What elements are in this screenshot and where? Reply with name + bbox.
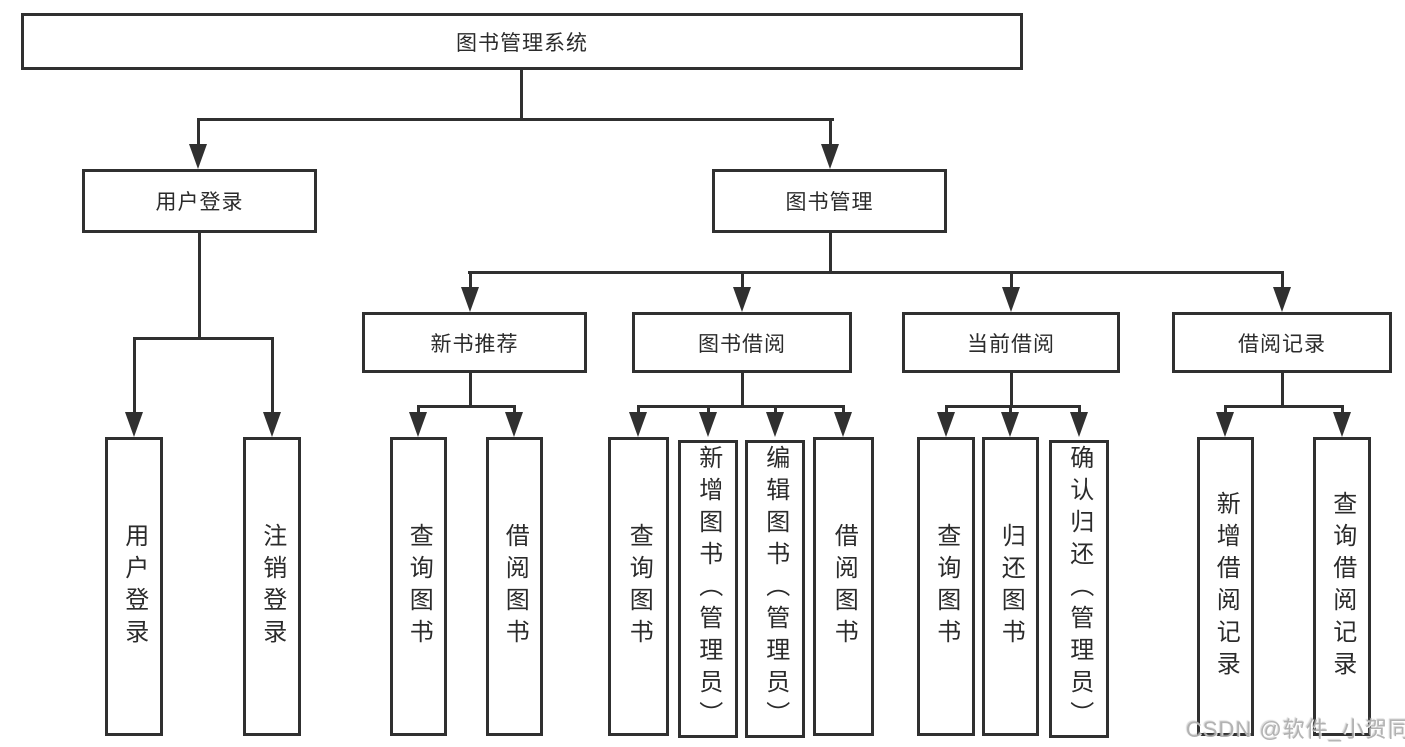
arrow-down-icon	[1002, 287, 1020, 312]
connector-stem	[1009, 405, 1012, 414]
arrow-down-icon	[189, 144, 207, 169]
node-new-book-recommendation: 新书推荐	[362, 312, 587, 373]
connector-stem	[1341, 405, 1344, 414]
leaf-edit-books-admin: 编辑图书（管理员）	[745, 440, 805, 738]
connector-root-bar	[197, 118, 834, 121]
connector-group-bar	[1224, 405, 1344, 408]
connector-stem	[417, 405, 420, 414]
connector-group-bar	[417, 405, 516, 408]
connector-bookmgmt-stem	[829, 233, 832, 271]
connector-group-stem	[1281, 373, 1284, 405]
leaf-label: 借阅图书	[501, 522, 529, 651]
connector-stem	[707, 405, 710, 414]
connector-stem	[271, 337, 274, 413]
node-label: 用户登录	[155, 191, 244, 214]
leaf-label: 借阅图书	[830, 522, 858, 651]
leaf-label: 查询借阅记录	[1328, 490, 1356, 683]
node-user-login: 用户登录	[82, 169, 317, 233]
leaf-label: 查询图书	[405, 522, 433, 651]
connector-stem	[133, 337, 136, 413]
leaf-label: 查询图书	[625, 522, 653, 651]
csdn-watermark: CSDN @软件_小贺同学	[1186, 717, 1405, 742]
arrow-down-icon	[505, 412, 523, 437]
arrow-down-icon	[1216, 412, 1234, 437]
leaf-label: 新增图书（管理员）	[694, 445, 722, 733]
connector-stem	[1281, 271, 1284, 289]
connector-stem	[637, 405, 640, 414]
arrow-down-icon	[1001, 412, 1019, 437]
leaf-label: 归还图书	[997, 522, 1025, 651]
arrow-down-icon	[937, 412, 955, 437]
node-label: 借阅记录	[1238, 332, 1326, 356]
arrow-down-icon	[263, 412, 281, 437]
connector-stem	[842, 405, 845, 414]
leaf-user-login: 用户登录	[105, 437, 163, 736]
node-label: 当前借阅	[967, 332, 1055, 356]
leaf-add-borrow-record: 新增借阅记录	[1197, 437, 1254, 736]
leaf-logout: 注销登录	[243, 437, 301, 736]
node-label: 图书借阅	[698, 332, 786, 356]
leaf-label: 用户登录	[120, 522, 148, 651]
node-label: 图书管理	[785, 191, 874, 214]
connector-group-stem	[1010, 373, 1013, 405]
connector-stem	[197, 118, 200, 146]
node-borrowing-records: 借阅记录	[1172, 312, 1392, 373]
arrow-down-icon	[461, 287, 479, 312]
connector-stem	[1078, 405, 1081, 414]
leaf-borrow-books: 借阅图书	[813, 437, 874, 736]
leaf-query-books-recommend: 查询图书	[390, 437, 447, 736]
arrow-down-icon	[1273, 287, 1291, 312]
arrow-down-icon	[821, 144, 839, 169]
node-library-management-system: 图书管理系统	[21, 13, 1023, 70]
leaf-query-books-current: 查询图书	[917, 437, 975, 736]
node-current-borrowing: 当前借阅	[902, 312, 1120, 373]
connector-bookmgmt-bar	[468, 271, 1284, 274]
connector-group-bar	[637, 405, 845, 408]
leaf-confirm-return-admin: 确认归还（管理员）	[1049, 440, 1109, 738]
connector-group-stem	[741, 373, 744, 405]
leaf-label: 注销登录	[258, 522, 286, 651]
connector-stem	[1224, 405, 1227, 414]
connector-stem	[774, 405, 777, 414]
leaf-return-books: 归还图书	[982, 437, 1039, 736]
connector-stem	[945, 405, 948, 414]
node-book-management: 图书管理	[712, 169, 947, 233]
leaf-add-books-admin: 新增图书（管理员）	[678, 440, 738, 738]
arrow-down-icon	[733, 287, 751, 312]
leaf-label: 新增借阅记录	[1212, 490, 1240, 683]
node-book-borrowing: 图书借阅	[632, 312, 852, 373]
arrow-down-icon	[1070, 412, 1088, 437]
leaf-query-books-borrowing: 查询图书	[608, 437, 669, 736]
connector-stem	[741, 271, 744, 289]
arrow-down-icon	[766, 412, 784, 437]
connector-stem	[1010, 271, 1013, 289]
leaf-query-borrow-record: 查询借阅记录	[1313, 437, 1371, 736]
leaf-label: 确认归还（管理员）	[1065, 445, 1093, 733]
node-label: 新书推荐	[430, 332, 519, 356]
arrow-down-icon	[834, 412, 852, 437]
connector-group-bar	[945, 405, 1081, 408]
node-label: 图书管理系统	[456, 31, 588, 55]
connector-stem	[829, 118, 832, 146]
leaf-label: 查询图书	[932, 522, 960, 651]
connector-group-stem	[469, 373, 472, 405]
connector-userlogin-bar	[133, 337, 274, 340]
arrow-down-icon	[699, 412, 717, 437]
arrow-down-icon	[629, 412, 647, 437]
leaf-label: 编辑图书（管理员）	[761, 445, 789, 733]
connector-root-stem	[520, 70, 523, 118]
connector-userlogin-stem	[198, 233, 201, 337]
connector-stem	[513, 405, 516, 414]
leaf-borrow-books-recommend: 借阅图书	[486, 437, 543, 736]
arrow-down-icon	[1333, 412, 1351, 437]
arrow-down-icon	[125, 412, 143, 437]
connector-stem	[469, 271, 472, 289]
arrow-down-icon	[409, 412, 427, 437]
